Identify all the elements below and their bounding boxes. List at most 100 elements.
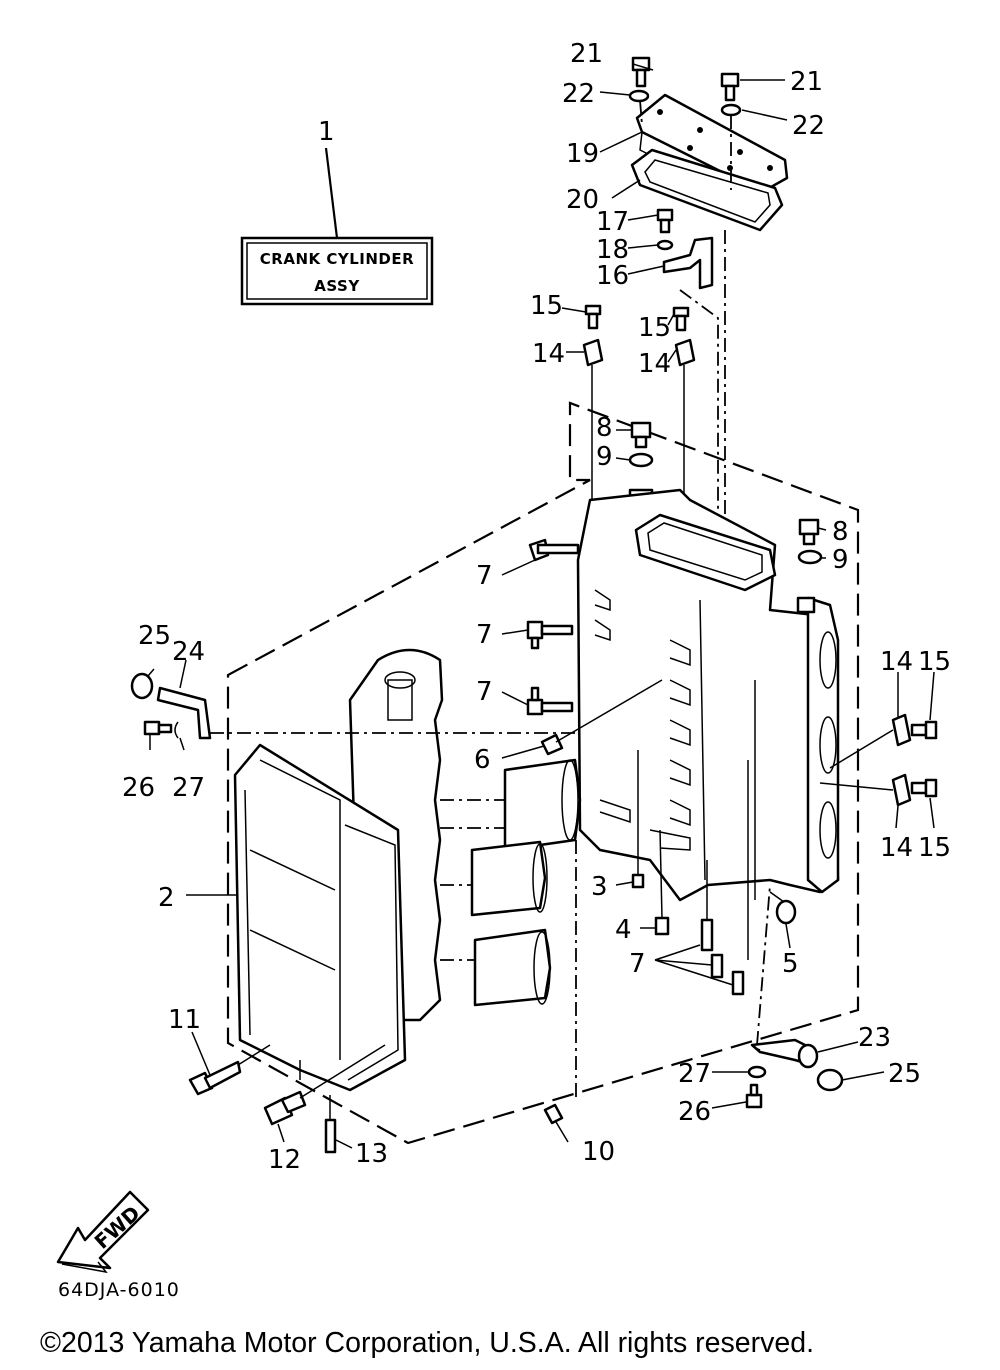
callout-14-c: 14 [880, 647, 913, 677]
leader-lines [147, 63, 935, 1149]
callout-15-c: 15 [918, 647, 951, 677]
callout-14-b: 14 [638, 349, 671, 379]
cap-part-25-right [816, 1068, 844, 1092]
callout-6: 6 [474, 745, 491, 775]
callout-7-b: 7 [476, 620, 493, 650]
washer-part-9-right [797, 549, 823, 565]
fitting-part-7-a [528, 538, 580, 562]
bolt-part-26-right [745, 1083, 763, 1109]
callout-7-c: 7 [476, 677, 493, 707]
piston-lower [473, 928, 552, 1007]
callout-7-d: 7 [629, 949, 646, 979]
callout-13: 13 [355, 1139, 388, 1169]
callout-10: 10 [582, 1137, 615, 1167]
callout-1: 1 [318, 117, 335, 147]
fitting-part-7-c [526, 686, 574, 716]
plug-part-12 [263, 1090, 307, 1126]
callout-17: 17 [596, 207, 629, 237]
part-10 [543, 1103, 564, 1125]
callout-8-a: 8 [596, 413, 613, 443]
callout-4: 4 [615, 915, 632, 945]
callout-22-a: 22 [562, 79, 595, 109]
screw-part-15-right-upper [910, 720, 938, 740]
clip-part-14-top-left [582, 338, 604, 367]
bolt-part-8-top [630, 421, 652, 449]
piston-middle [470, 840, 548, 917]
callout-19: 19 [566, 139, 599, 169]
callout-9-a: 9 [596, 442, 613, 472]
washer-part-18 [656, 239, 674, 251]
bolt-part-21-right [720, 72, 740, 102]
callout-3: 3 [591, 872, 608, 902]
callout-18: 18 [596, 235, 629, 265]
screw-part-15-right-lower [910, 778, 938, 798]
callout-24: 24 [172, 637, 205, 667]
part-5 [775, 899, 797, 925]
washer-part-22-right [720, 103, 742, 117]
cap-part-25-left [130, 672, 154, 700]
callout-27-b: 27 [678, 1059, 711, 1089]
bolt-part-8-right [798, 518, 820, 546]
clip-part-14-top-right [674, 338, 696, 367]
callout-26-b: 26 [678, 1097, 711, 1127]
gasket-part-20 [630, 148, 784, 232]
screw-part-15-top-left [584, 304, 602, 330]
washer-part-27-left [174, 721, 179, 739]
part-4 [654, 916, 670, 936]
crankcase-part-2 [233, 743, 407, 1092]
callout-27-a: 27 [172, 773, 205, 803]
copyright-notice: ©2013 Yamaha Motor Corporation, U.S.A. A… [40, 1327, 814, 1359]
callout-20: 20 [566, 185, 599, 215]
callout-16: 16 [596, 261, 629, 291]
callout-21-b: 21 [790, 67, 823, 97]
callout-25-b: 25 [888, 1059, 921, 1089]
crank-cylinder-assy-box: CRANK CYLINDER ASSY [240, 236, 434, 306]
stud-part-13 [324, 1118, 337, 1154]
callout-12: 12 [268, 1145, 301, 1175]
part-6-plug [540, 733, 564, 756]
callout-14-a: 14 [532, 339, 565, 369]
bolt-part-17 [656, 208, 674, 234]
fitting-part-7-d1 [700, 918, 714, 952]
callout-15-d: 15 [918, 833, 951, 863]
clip-part-14-right-lower [891, 773, 912, 807]
bolt-part-11 [188, 1060, 242, 1096]
callout-numbers: 1 2 3 4 5 6 7 7 7 7 8 8 9 9 10 11 12 13 … [122, 39, 951, 1175]
washer-part-9-top [628, 452, 654, 468]
callout-26-a: 26 [122, 773, 155, 803]
callout-14-d: 14 [880, 833, 913, 863]
screw-part-15-top-right [672, 306, 690, 332]
part-23-elbow [750, 1038, 819, 1069]
callout-9-b: 9 [832, 545, 849, 575]
piston-upper [503, 758, 582, 852]
assembly-outline-dashed [226, 401, 860, 1145]
bolt-part-21-left [631, 56, 651, 88]
callout-15-a: 15 [530, 291, 563, 321]
callout-15-b: 15 [638, 313, 671, 343]
part-24-elbow [156, 686, 212, 740]
callout-7-a: 7 [476, 561, 493, 591]
fitting-part-7-d2 [710, 953, 724, 979]
fitting-part-7-b [526, 620, 574, 650]
bolt-part-26-left [143, 720, 173, 736]
fitting-part-7-d3 [731, 970, 745, 996]
washer-part-22-left [628, 89, 650, 103]
diagram-code: 64DJA-6010 [58, 1279, 180, 1301]
callout-22-b: 22 [792, 111, 825, 141]
callout-11: 11 [168, 1005, 201, 1035]
callout-5: 5 [782, 949, 799, 979]
callout-23: 23 [858, 1023, 891, 1053]
callout-25-a: 25 [138, 621, 171, 651]
callout-21-a: 21 [570, 39, 603, 69]
washer-part-27-right [747, 1065, 767, 1079]
fwd-arrow-icon: FWD [56, 1190, 150, 1274]
assy-box-line1: CRANK CYLINDER [260, 250, 414, 268]
bracket-part-16 [662, 236, 714, 290]
assy-box-line2: ASSY [314, 277, 360, 295]
callout-8-b: 8 [832, 517, 849, 547]
cylinder-block [576, 488, 840, 902]
clip-part-14-right-upper [891, 713, 912, 747]
callout-2: 2 [158, 883, 175, 913]
